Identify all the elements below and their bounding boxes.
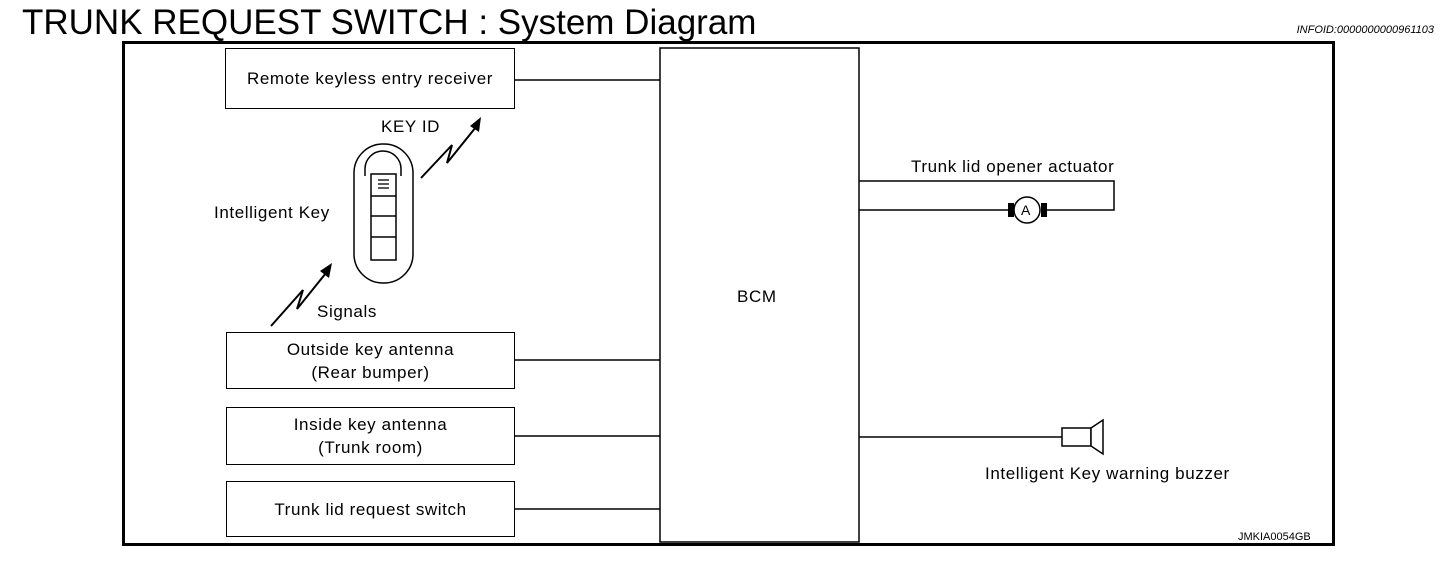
inside-key-antenna-box: Inside key antenna (Trunk room) [226, 407, 515, 465]
key-id-signal-icon [420, 117, 481, 179]
buzzer-icon [1061, 418, 1104, 456]
antenna-signal-icon [270, 263, 332, 327]
diagram-code: JMKIA0054GB [1238, 531, 1311, 543]
inside-key-antenna-location: (Trunk room) [318, 438, 423, 457]
wire-actuator-loop [859, 180, 1115, 211]
intelligent-key-icon [353, 143, 414, 284]
intelligent-key-label: Intelligent Key [214, 203, 330, 222]
bcm-label: BCM [737, 287, 777, 306]
diagram-frame [122, 41, 1335, 546]
outside-key-antenna-box: Outside key antenna (Rear bumper) [226, 332, 515, 389]
remote-keyless-receiver-label: Remote keyless entry receiver [246, 69, 494, 88]
bcm-block [659, 47, 860, 543]
page-title: TRUNK REQUEST SWITCH : System Diagram [22, 3, 757, 42]
warning-buzzer-label: Intelligent Key warning buzzer [985, 464, 1230, 483]
motor-icon [1008, 196, 1047, 224]
outside-key-antenna-label: Outside key antenna [286, 339, 455, 359]
outside-key-antenna-location: (Rear bumper) [311, 362, 430, 382]
motor-symbol-label: A [1021, 202, 1031, 218]
trunk-lid-request-switch-box: Trunk lid request switch [226, 481, 515, 537]
trunk-lid-opener-actuator-label: Trunk lid opener actuator [911, 157, 1115, 176]
trunk-lid-request-switch-label: Trunk lid request switch [274, 499, 467, 519]
remote-keyless-receiver-box: Remote keyless entry receiver [225, 48, 515, 109]
signals-label: Signals [317, 302, 377, 321]
key-id-label: KEY ID [381, 117, 441, 136]
info-id: INFOID:0000000000961103 [1296, 24, 1434, 36]
inside-key-antenna-label: Inside key antenna [293, 415, 448, 434]
